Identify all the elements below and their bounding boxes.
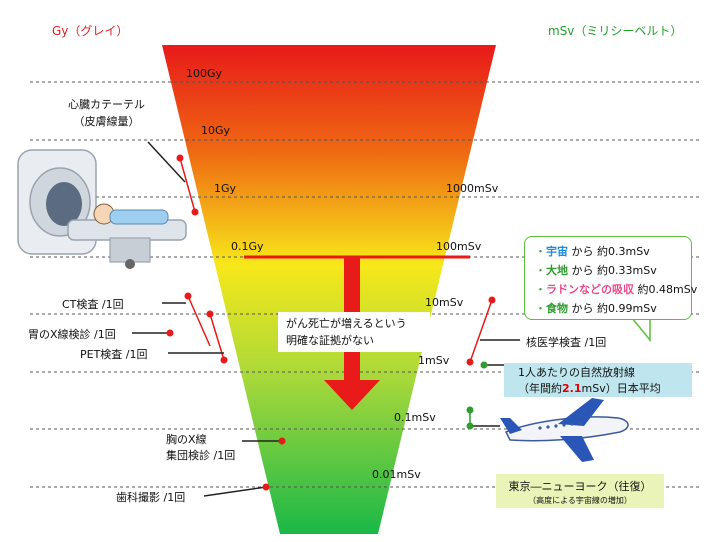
stomach-xray-label: 胃のX線検診 /1回 <box>28 328 116 341</box>
note-line-1: がん死亡が増えるという <box>286 317 407 330</box>
left-leaders <box>132 141 282 497</box>
cardiac-catheter-label: 心臓カテーテル （皮膚線量） <box>68 98 145 128</box>
gray-unit-header: Gy（グレイ） <box>52 24 129 38</box>
level-1gy: 1Gy <box>214 182 237 195</box>
note-line-2: 明確な証拠がない <box>286 334 374 347</box>
tokyo-newyork-flight-label: 東京―ニューヨーク（往復） （高度による宇宙線の増加） <box>496 474 664 508</box>
natural-sources-box: ・宇宙 から 約0.3mSv ・大地 から 約0.33mSv ・ラドンなどの吸収… <box>524 236 698 320</box>
funnel-shape <box>162 45 496 534</box>
level-1msv: 1mSv <box>418 354 450 367</box>
msv-unit-header: mSv（ミリシーベルト） <box>548 24 683 38</box>
ct-scan-label: CT検査 /1回 <box>62 298 124 311</box>
source-cosmic: ・宇宙 から 約0.3mSv <box>535 245 650 258</box>
level-100msv: 100mSv <box>436 240 482 253</box>
level-100gy: 100Gy <box>186 67 223 80</box>
natural-radiation-callout: 1人あたりの自然放射線 （年間約2.1mSv）日本平均 <box>504 363 692 397</box>
level-01gy: 0.1Gy <box>231 240 264 253</box>
level-001msv: 0.01mSv <box>372 468 421 481</box>
source-food: ・食物 から 約0.99mSv <box>535 302 657 315</box>
level-01msv: 0.1mSv <box>394 411 436 424</box>
source-ground: ・大地 から 約0.33mSv <box>535 264 657 277</box>
airplane-icon <box>500 398 629 462</box>
level-10gy: 10Gy <box>201 124 231 137</box>
pet-scan-label: PET検査 /1回 <box>80 348 148 361</box>
dental-xray-label: 歯科撮影 /1回 <box>116 491 186 504</box>
level-1000msv: 1000mSv <box>446 182 499 195</box>
no-clear-evidence-note: がん死亡が増えるという 明確な証拠がない <box>278 312 430 352</box>
left-dots <box>166 154 286 491</box>
nuclear-medicine-label: 核医学検査 /1回 <box>526 336 607 349</box>
level-10msv: 10mSv <box>425 296 464 309</box>
source-radon: ・ラドンなどの吸収 約0.48mSv <box>535 283 698 296</box>
mri-scanner-icon <box>17 149 187 269</box>
chest-xray-label: 胸のX線 集団検診 /1回 <box>166 433 236 462</box>
